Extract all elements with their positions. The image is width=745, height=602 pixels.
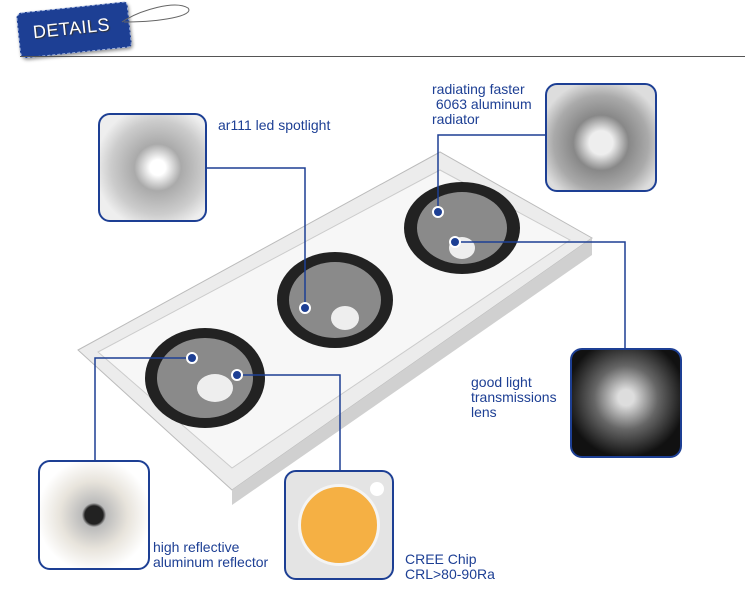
reflector-photo xyxy=(38,460,150,570)
lamp-ring-3 xyxy=(404,182,520,274)
mount-hole-icon xyxy=(370,482,384,496)
divider xyxy=(20,56,745,57)
spotlight-photo xyxy=(98,113,207,222)
spotlight-label: ar111 led spotlight xyxy=(218,117,331,133)
chip-led-area xyxy=(298,484,380,566)
lamp-ring-2 xyxy=(277,252,393,348)
cree-chip-photo xyxy=(284,470,394,580)
lens-photo xyxy=(570,348,682,458)
radiator-photo xyxy=(545,83,657,192)
lamp-ring-1 xyxy=(145,328,265,428)
